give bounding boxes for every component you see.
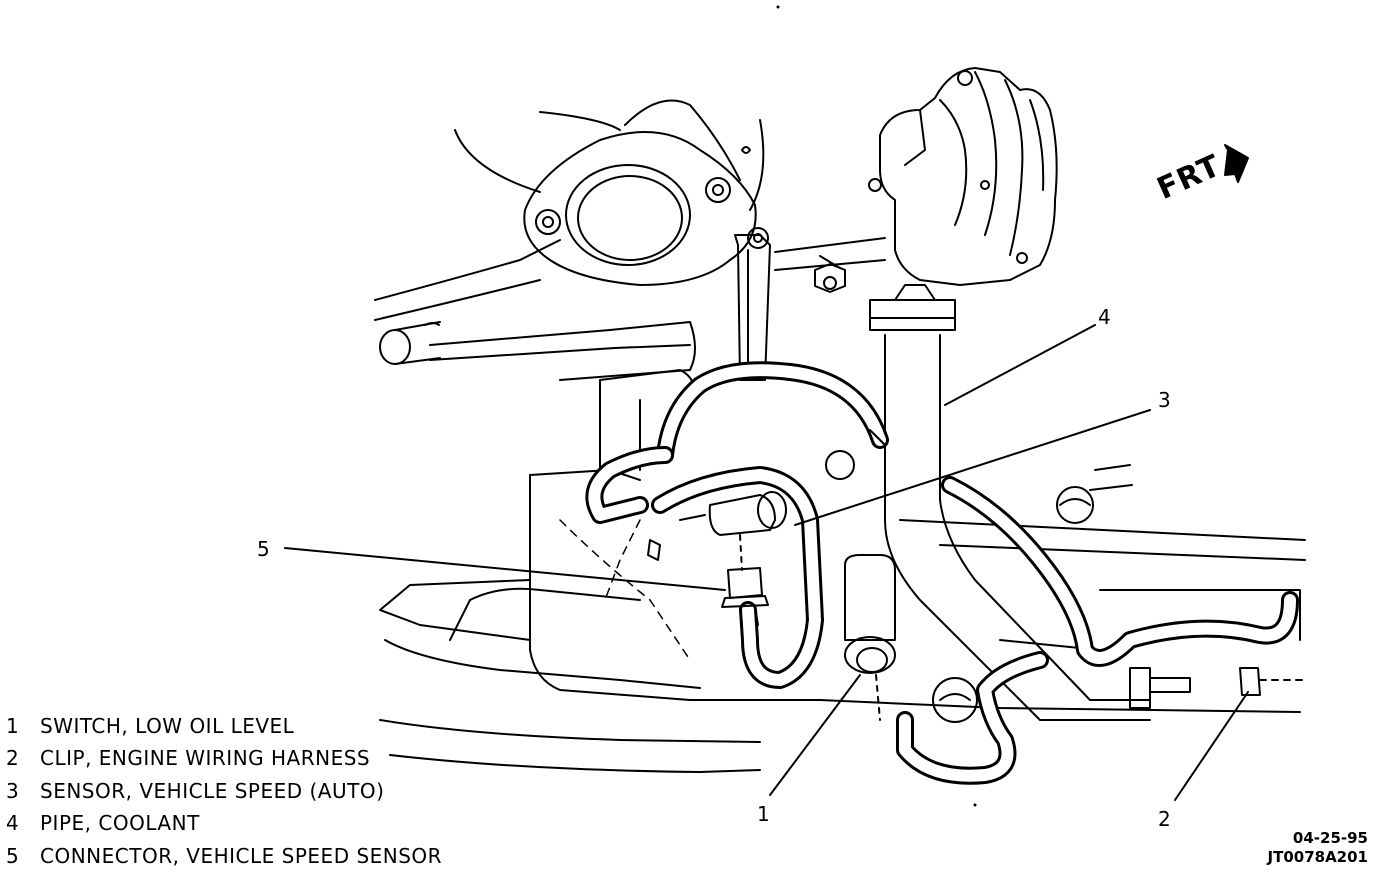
- legend-item: 4 PIPE, COOLANT: [6, 807, 442, 839]
- leader-line-4: [944, 324, 1096, 406]
- legend-item: 2 CLIP, ENGINE WIRING HARNESS: [6, 742, 442, 774]
- callout-1: 1: [757, 802, 770, 826]
- figure-code: JT0078A201: [1267, 848, 1368, 866]
- callout-3: 3: [1158, 388, 1171, 412]
- leader-line-1: [769, 674, 861, 796]
- front-arrow-icon: [1224, 144, 1249, 183]
- leader-line-2: [1174, 691, 1249, 801]
- vss-connector: [721, 567, 769, 626]
- low-oil-level-switch: [844, 554, 896, 721]
- figure-stamp: 04-25-95 JT0078A201: [1268, 829, 1368, 867]
- legend-label: CLIP, ENGINE WIRING HARNESS: [40, 746, 371, 771]
- mount-bracket: [734, 227, 846, 381]
- coolant-pipe: [884, 334, 1151, 721]
- harness-clip: [1129, 667, 1306, 709]
- legend-item: 5 CONNECTOR, VEHICLE SPEED SENSOR: [6, 840, 442, 872]
- legend-number: 5: [6, 843, 20, 868]
- legend-number: 3: [6, 778, 20, 803]
- legend-label: PIPE, COOLANT: [40, 811, 200, 836]
- callout-5: 5: [257, 537, 270, 561]
- legend-item: 3 SENSOR, VEHICLE SPEED (AUTO): [6, 775, 442, 807]
- leader-line-3: [794, 409, 1151, 526]
- frame-crossmember: [374, 237, 886, 381]
- legend-label: SENSOR, VEHICLE SPEED (AUTO): [40, 778, 385, 803]
- leader-lines: [284, 324, 1249, 801]
- hidden-lines: [559, 519, 691, 661]
- legend-item: 1 SWITCH, LOW OIL LEVEL: [6, 710, 442, 742]
- vehicle-speed-sensor: [679, 491, 787, 571]
- leader-line-5: [284, 547, 726, 591]
- legend-number: 4: [6, 811, 20, 836]
- legend-label: SWITCH, LOW OIL LEVEL: [40, 714, 295, 738]
- date-code: 04-25-95: [1292, 829, 1368, 847]
- legend-label: CONNECTOR, VEHICLE SPEED SENSOR: [40, 843, 443, 868]
- callout-2: 2: [1158, 807, 1171, 831]
- legend-number: 1: [6, 714, 20, 738]
- engine-oil-pan: [379, 369, 1306, 773]
- engine-mount-flange: [454, 99, 765, 286]
- parts-legend: 1 SWITCH, LOW OIL LEVEL 2 CLIP, ENGINE W…: [6, 710, 442, 872]
- legend-number: 2: [6, 746, 20, 771]
- callout-4: 4: [1098, 305, 1111, 329]
- transmission-housing: [868, 67, 1058, 331]
- wiring-harness: [585, 361, 1299, 785]
- mounting-details: [647, 450, 1133, 723]
